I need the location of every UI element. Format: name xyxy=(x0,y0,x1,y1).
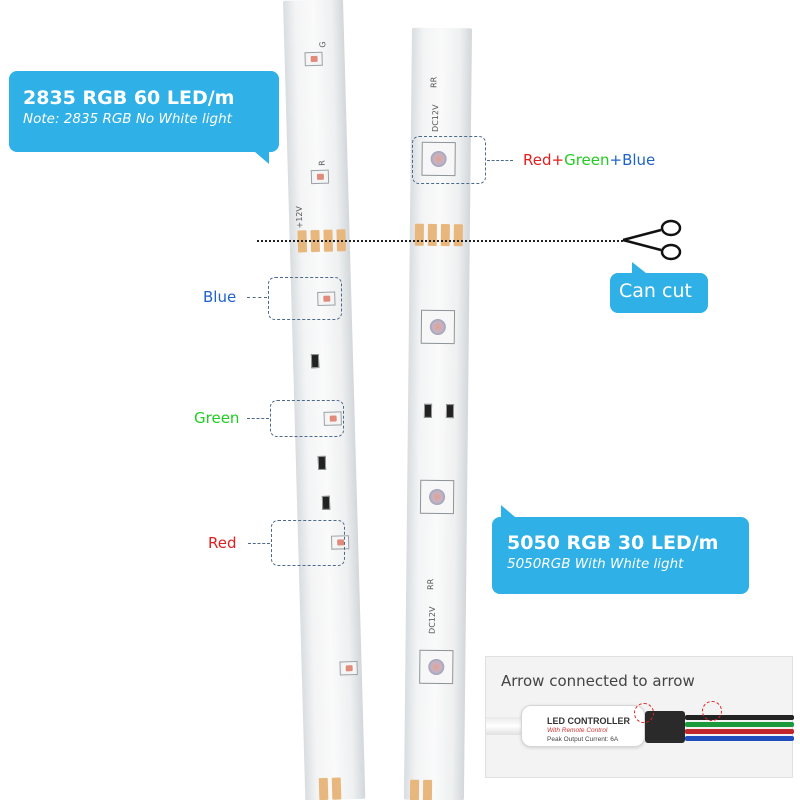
can-cut-callout: Can cut xyxy=(610,262,708,313)
copper-pad xyxy=(414,223,424,246)
arrow-marker-circle xyxy=(702,701,722,721)
callout-2835-note: Note: 2835 RGB No White light xyxy=(23,111,232,127)
rgb-label-plus: + xyxy=(609,151,623,169)
channel-label-red: Red xyxy=(208,534,237,552)
callout-5050: 5050 RGB 30 LED/m 5050RGB With White lig… xyxy=(492,505,749,594)
channel-label-green: Green xyxy=(194,409,240,427)
cut-line xyxy=(257,240,627,242)
controller-label: LED CONTROLLER xyxy=(547,716,630,726)
strip-mark: G xyxy=(318,41,328,48)
highlight-box-red xyxy=(271,520,345,566)
led-2835 xyxy=(339,661,358,676)
resistor xyxy=(423,403,433,418)
highlight-box-5050-led xyxy=(412,136,486,184)
strip-mark: RR xyxy=(429,76,439,88)
scissors-icon xyxy=(622,219,682,261)
controller-inset: Arrow connected to arrow LED CONTROLLER … xyxy=(485,656,794,778)
rgb-label: Red+Green+Blue xyxy=(523,151,655,169)
rgb-label-plus: + xyxy=(551,151,565,169)
callout-5050-note: 5050RGB With White light xyxy=(507,556,684,572)
copper-pad xyxy=(440,223,450,247)
led-5050 xyxy=(419,479,455,515)
strip-mark: DC12V xyxy=(430,104,441,132)
highlight-connector xyxy=(247,418,269,419)
led-2835 xyxy=(304,51,323,67)
strip-cable xyxy=(486,717,526,735)
wire-red xyxy=(685,729,794,734)
controller-current-text: Peak Output Current: 6A xyxy=(547,736,619,743)
wire-green xyxy=(685,722,794,727)
controller-remote-text: With Remote Control xyxy=(547,727,608,734)
led-2835 xyxy=(310,169,330,185)
highlight-box-green xyxy=(270,400,344,437)
led-5050 xyxy=(420,309,456,345)
callout-2835: 2835 RGB 60 LED/m Note: 2835 RGB No Whit… xyxy=(9,71,279,164)
highlight-connector xyxy=(248,543,270,544)
wire-black xyxy=(685,715,794,720)
copper-pad xyxy=(331,777,342,800)
resistor xyxy=(445,404,455,419)
copper-pad xyxy=(422,779,433,800)
channel-label-blue: Blue xyxy=(203,288,237,306)
rgb-label-red: Red xyxy=(523,151,552,169)
copper-pad xyxy=(318,777,329,800)
rgb-label-green: Green xyxy=(564,151,610,169)
led-5050 xyxy=(419,649,454,685)
callout-5050-title: 5050 RGB 30 LED/m xyxy=(507,532,719,554)
copper-pad xyxy=(453,224,463,247)
callout-2835-title: 2835 RGB 60 LED/m xyxy=(23,87,235,109)
controller-caption: Arrow connected to arrow xyxy=(501,672,695,690)
rgb-label-blue: Blue xyxy=(622,151,656,169)
copper-pad xyxy=(409,779,420,800)
resistor xyxy=(310,353,320,369)
led-controller xyxy=(521,705,645,747)
arrow-marker-circle xyxy=(634,703,654,723)
rgb-wires xyxy=(685,715,794,743)
copper-pad xyxy=(427,223,437,246)
strip-mark: +12V xyxy=(294,205,305,229)
can-cut-label: Can cut xyxy=(619,280,692,302)
strip-mark: DC12V xyxy=(427,606,437,634)
highlight-box-blue xyxy=(268,277,342,320)
highlight-connector xyxy=(247,297,267,298)
wire-blue xyxy=(685,736,794,741)
strip-mark: RR xyxy=(426,578,436,590)
resistor xyxy=(317,455,327,471)
strip-mark: R xyxy=(317,160,327,166)
highlight-connector xyxy=(487,160,513,161)
resistor xyxy=(321,495,331,510)
